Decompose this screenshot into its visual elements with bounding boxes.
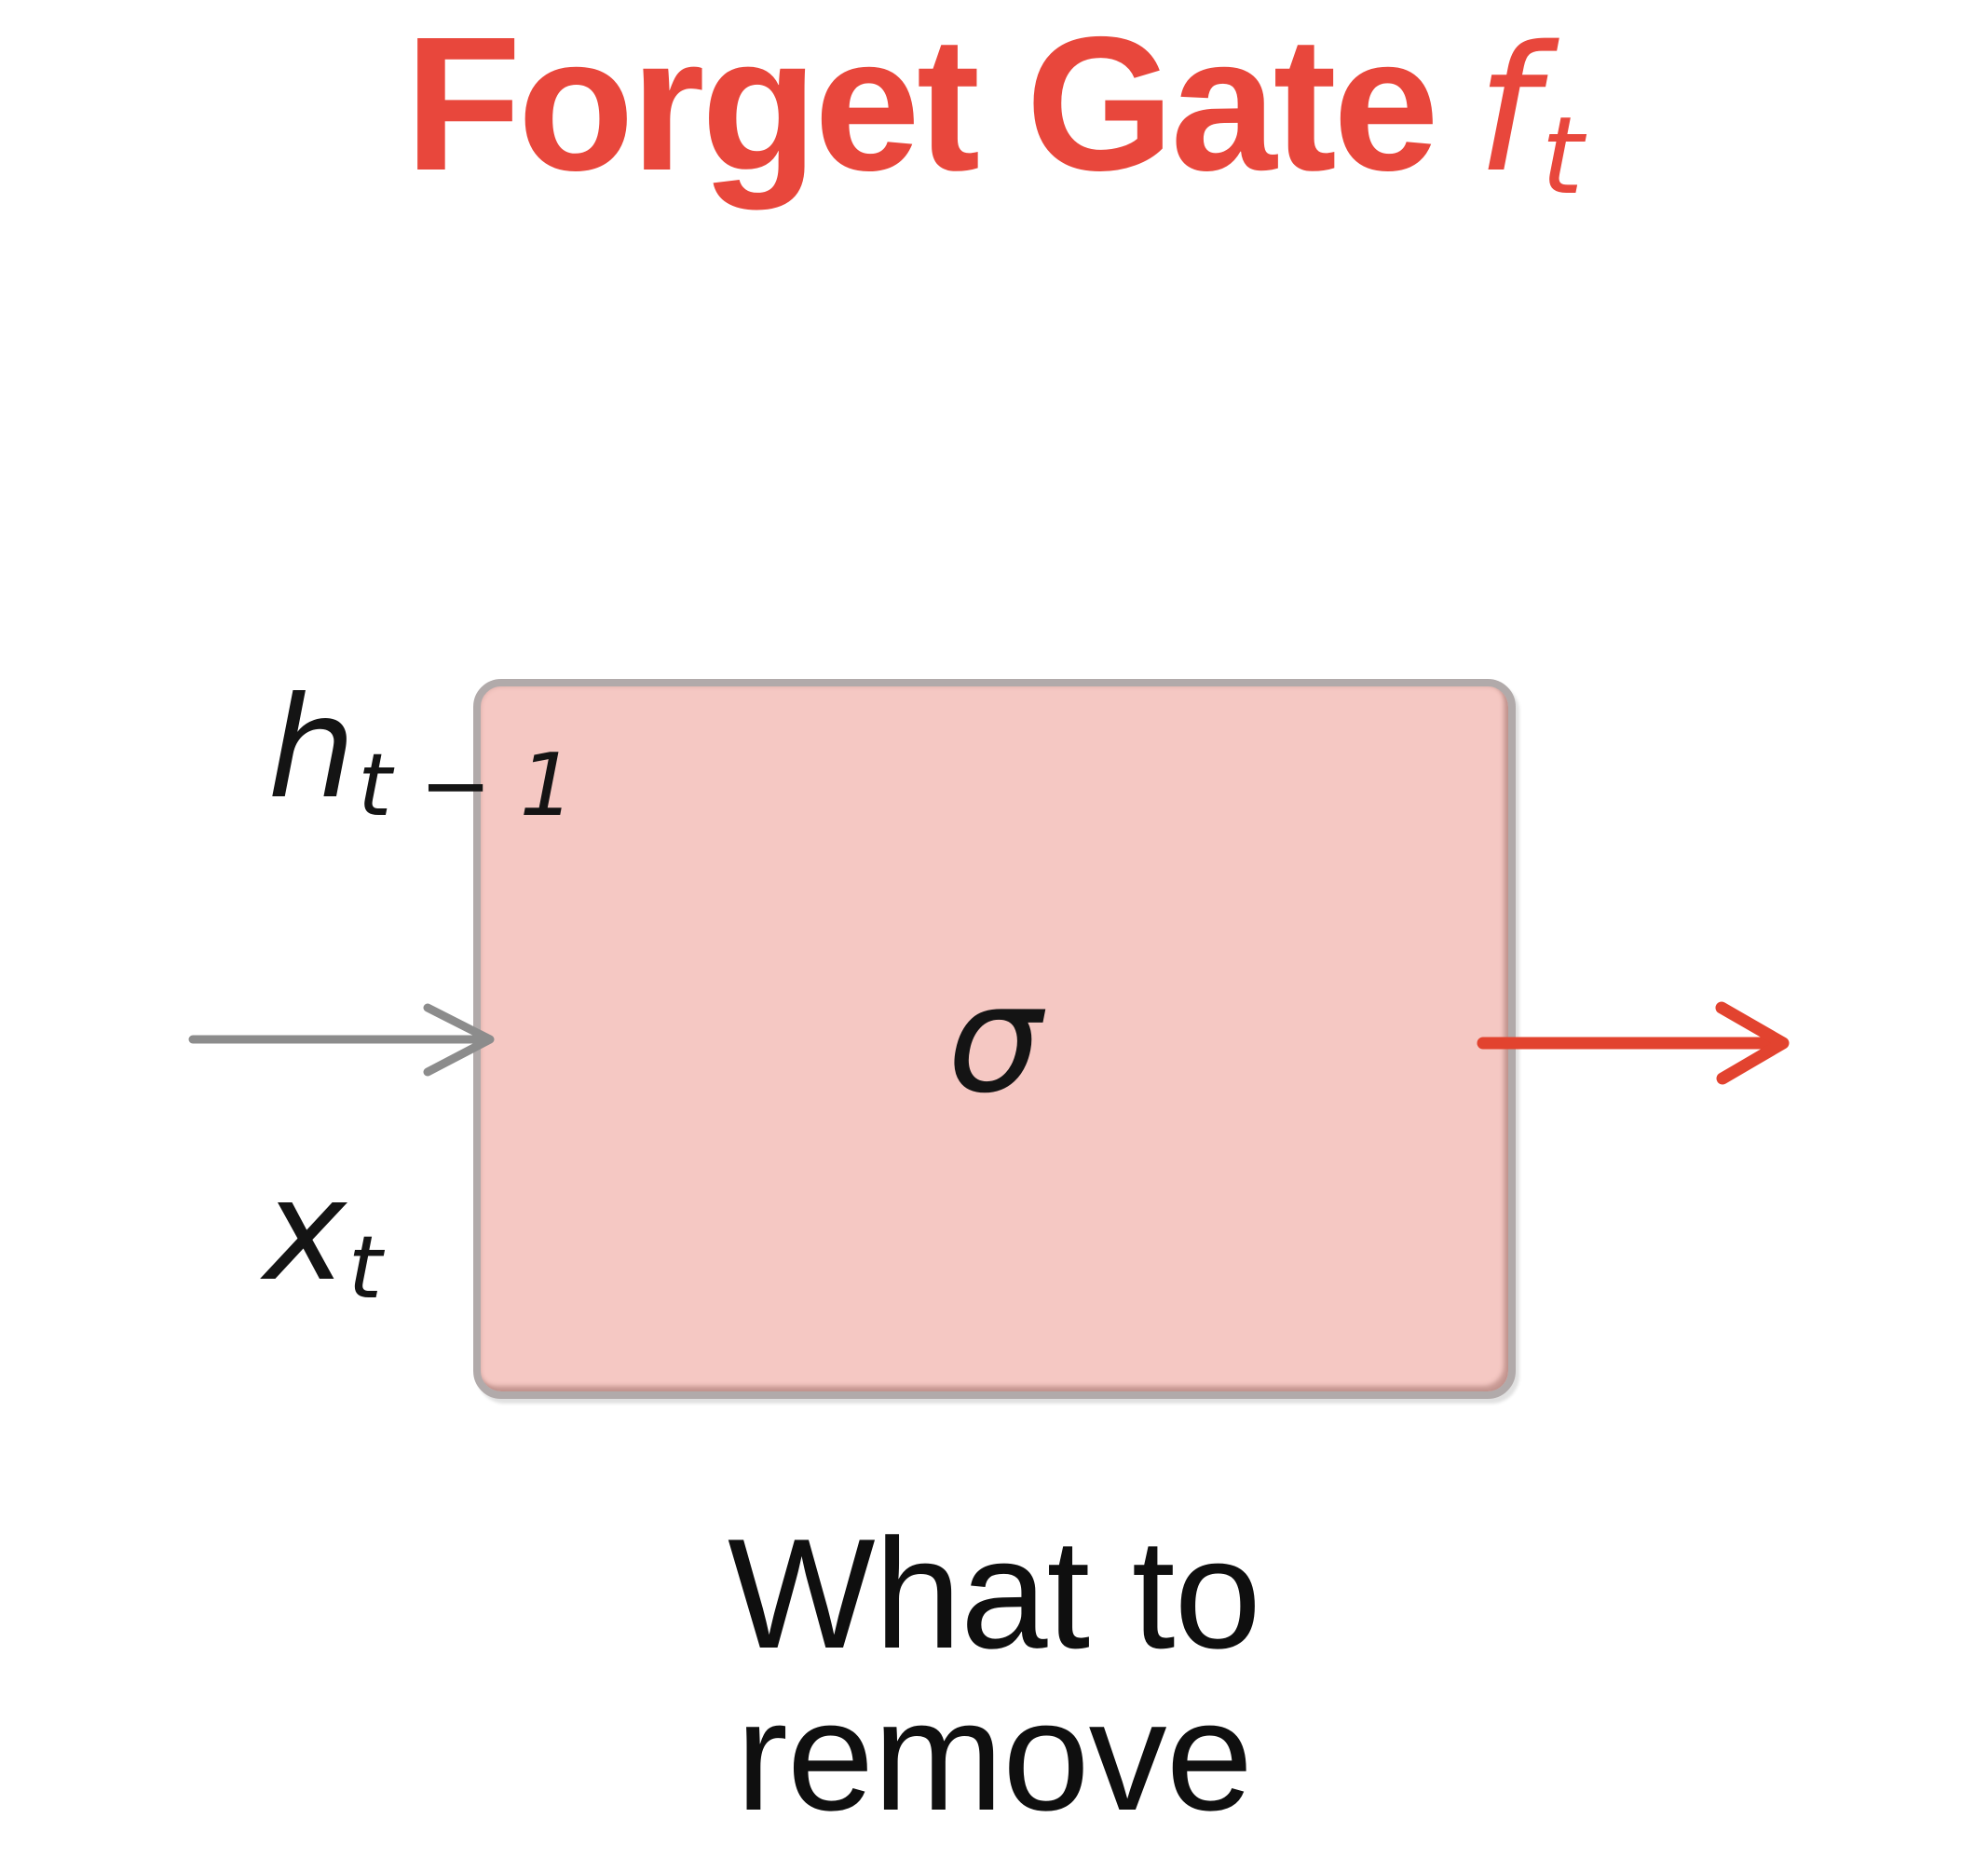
sigmoid-activation-symbol: σ (946, 951, 1042, 1126)
title-text: Forget Gate (404, 0, 1438, 210)
caption-line-2: remove (735, 1668, 1253, 1843)
caption-line-1: What to (728, 1506, 1261, 1681)
input-label-x-t: xt (264, 1150, 382, 1318)
title-symbol-subscript: t (1541, 94, 1584, 220)
output-arrow-icon (1477, 1001, 1790, 1085)
caption: What to remove (0, 1513, 1988, 1837)
forget-gate-box: σ (473, 679, 1516, 1399)
input-x-base: x (264, 1150, 347, 1312)
title-gate-symbol: ft (1476, 8, 1584, 219)
output-arrowhead (1715, 1001, 1790, 1085)
hidden-state-subscript: t − 1 (358, 735, 575, 836)
input-arrow-icon (188, 1003, 495, 1077)
hidden-state-base: h (267, 668, 357, 830)
title-symbol-base: f (1476, 8, 1538, 210)
input-label-hidden-state: ht − 1 (267, 668, 575, 835)
input-x-subscript: t (347, 1217, 383, 1319)
